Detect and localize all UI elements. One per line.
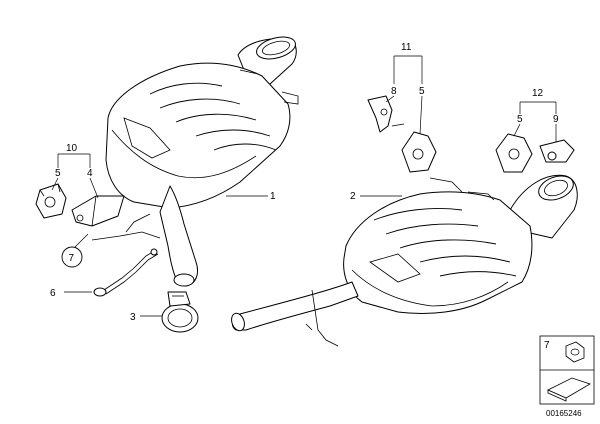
legend-item-number: 7 xyxy=(544,340,550,351)
callout-4: 4 xyxy=(87,168,93,179)
callout-1: 1 xyxy=(270,191,276,202)
callout-8: 8 xyxy=(391,86,397,97)
callout-3: 3 xyxy=(130,312,136,323)
bracket-right[interactable] xyxy=(539,139,575,163)
callout-7-label: 7 xyxy=(69,253,75,264)
callout-5-right-top: 5 xyxy=(419,86,425,97)
pipe-clamp[interactable] xyxy=(161,291,199,333)
rubber-mount-right[interactable] xyxy=(495,133,533,173)
callout-6: 6 xyxy=(50,288,56,299)
rear-silencer-left[interactable] xyxy=(91,33,299,287)
leader-lines xyxy=(51,55,557,317)
ground-cable[interactable] xyxy=(93,248,159,297)
nut-icon xyxy=(565,341,585,363)
callout-10: 10 xyxy=(66,143,78,154)
callout-5-left: 5 xyxy=(55,168,61,179)
shim-icon xyxy=(547,377,591,402)
bracket-left[interactable] xyxy=(71,195,125,227)
callout-12: 12 xyxy=(532,88,544,99)
rear-silencer-right[interactable] xyxy=(229,172,578,347)
rubber-mount-right-top[interactable] xyxy=(401,131,437,173)
callout-9: 9 xyxy=(553,114,559,125)
diagram-id: 00165246 xyxy=(546,409,582,418)
callout-7-circled: 7 xyxy=(61,246,83,268)
callout-2: 2 xyxy=(350,191,356,202)
bracket-right-top[interactable] xyxy=(367,95,405,133)
legend-box: 7 xyxy=(539,335,595,405)
rubber-mount-left[interactable] xyxy=(35,183,67,219)
callout-5-right: 5 xyxy=(517,114,523,125)
callout-11: 11 xyxy=(401,42,412,53)
